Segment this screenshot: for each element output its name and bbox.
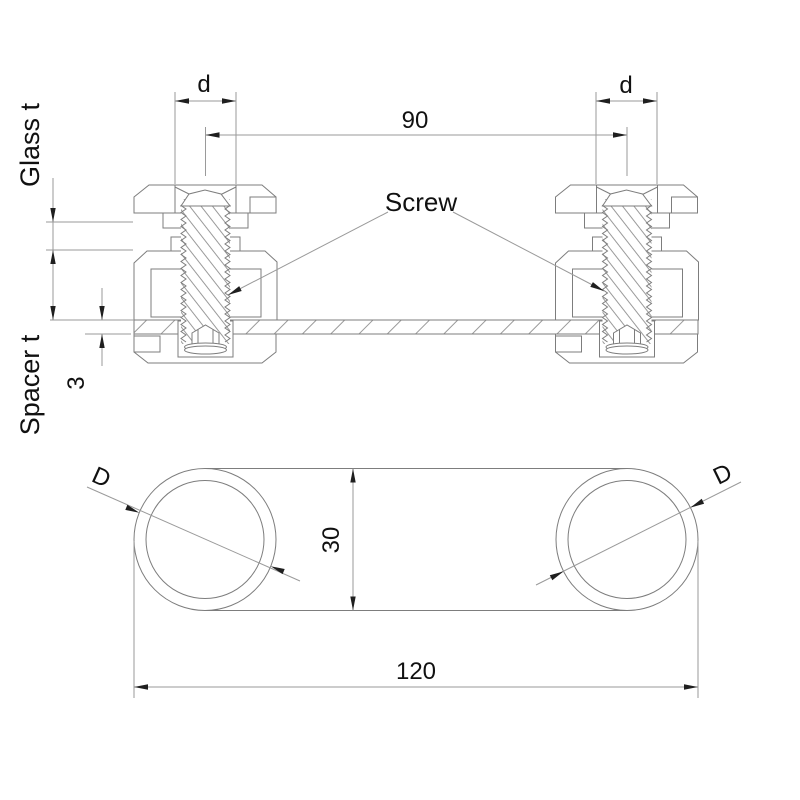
dim-90: 90: [205, 107, 628, 176]
dim-30: 30: [318, 468, 356, 611]
dim-d-left: d: [174, 71, 237, 184]
dim-d-right: d: [595, 72, 658, 184]
left-standoff: [133, 184, 278, 364]
plan-view: D D 30 120: [86, 459, 742, 698]
dim-label-120: 120: [396, 658, 436, 685]
dim-label-3: 3: [63, 376, 90, 389]
dim-glass-spacer: Glass t Spacer t: [15, 102, 134, 435]
dim-3: 3: [63, 288, 131, 390]
dim-label-spacer-t: Spacer t: [15, 334, 45, 435]
dim-label-D-right: D: [709, 459, 736, 491]
left-circle-inner: [145, 480, 265, 599]
left-circle-outer: [133, 468, 277, 611]
right-circle-outer: [555, 468, 699, 611]
dim-label-30: 30: [318, 527, 345, 554]
right-circle-inner: [567, 480, 687, 599]
section-view: d d 90 Glass t: [15, 71, 699, 435]
dim-120: 120: [133, 541, 699, 698]
screw-callout: Screw: [227, 187, 605, 296]
right-standoff: [555, 184, 699, 364]
dim-D-right: D: [535, 459, 742, 586]
dim-label-90: 90: [402, 107, 429, 134]
screw-label: Screw: [385, 187, 457, 217]
dim-label-d-left: d: [197, 71, 210, 98]
dim-label-glass-t: Glass t: [15, 102, 45, 187]
dim-D-left: D: [86, 462, 301, 582]
dim-label-d-right: d: [619, 72, 632, 99]
spacer-plate: [133, 319, 699, 335]
